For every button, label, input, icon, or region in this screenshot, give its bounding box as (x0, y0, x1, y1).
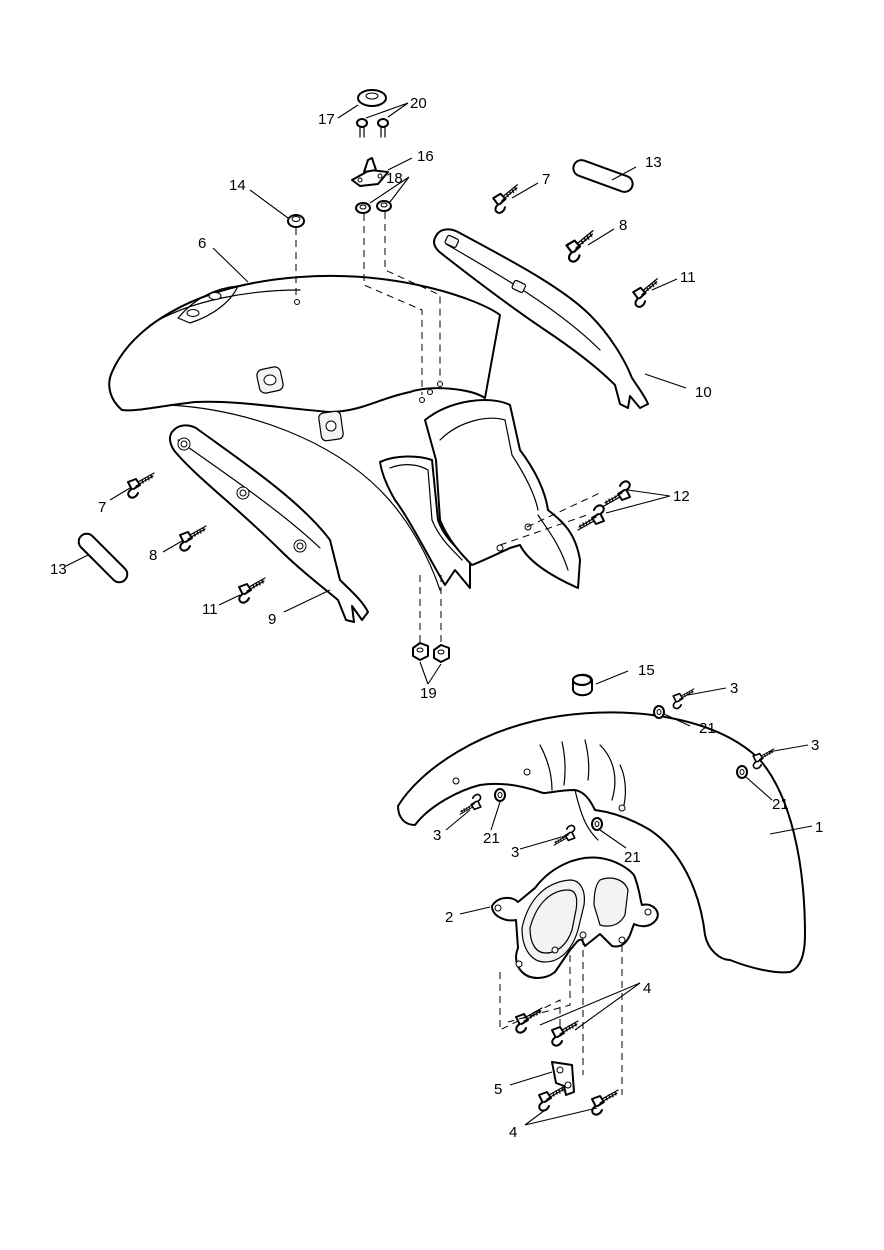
right-mudguard-strut (433, 228, 649, 409)
callout-4-a: 4 (643, 980, 651, 997)
callout-17: 17 (318, 111, 335, 128)
washer-18-b (376, 200, 392, 212)
nut-17 (357, 89, 387, 107)
left-mudguard-strut (169, 424, 369, 623)
washer-21-a (494, 788, 506, 802)
callout-2: 2 (445, 909, 453, 926)
assembly-lines (295, 212, 623, 1095)
nut-19-b (433, 644, 450, 663)
bolt-4-d (591, 1089, 619, 1116)
mudguard-badge (177, 285, 239, 324)
pad-13-left (77, 532, 129, 584)
rear-mudguard (108, 275, 581, 591)
callout-11-left: 11 (202, 601, 218, 618)
callout-21-d: 21 (624, 849, 641, 866)
front-mudguard (397, 711, 806, 974)
bolt-3-b (553, 824, 576, 847)
callout-5: 5 (494, 1081, 502, 1098)
callout-8-left: 8 (149, 547, 157, 564)
callout-8-right: 8 (619, 217, 627, 234)
callout-20: 20 (410, 95, 427, 112)
washer-21-b (591, 817, 603, 831)
callout-12: 12 (673, 488, 690, 505)
callout-18: 18 (386, 170, 403, 187)
callout-15: 15 (638, 662, 655, 679)
callout-11-right: 11 (680, 269, 696, 286)
washer-21-d (736, 765, 748, 779)
callout-21-b: 21 (772, 796, 789, 813)
grommet-14 (287, 214, 305, 228)
callout-9: 9 (268, 611, 276, 628)
bolt-4-a (515, 1007, 543, 1034)
callout-3-d: 3 (811, 737, 819, 754)
callout-19: 19 (420, 685, 437, 702)
callout-13-right: 13 (645, 154, 662, 171)
callout-1: 1 (815, 819, 823, 836)
callout-3-a: 3 (433, 827, 441, 844)
pad-13-right (572, 159, 634, 193)
front-mudguard-bracket (491, 856, 659, 979)
screw-20-b (377, 118, 389, 138)
bolt-11-left (238, 577, 266, 604)
callout-10: 10 (695, 384, 712, 401)
callout-21-a: 21 (699, 720, 716, 737)
bolt-4-b (551, 1020, 579, 1047)
bolt-11-right (630, 277, 663, 309)
leader-lines (65, 102, 813, 1126)
clip-plate (551, 1061, 575, 1096)
callout-7-right: 7 (542, 171, 550, 188)
callout-6: 6 (198, 235, 206, 252)
callout-4-b: 4 (509, 1124, 517, 1141)
callout-21-c: 21 (483, 830, 500, 847)
bolt-12a (603, 480, 631, 507)
callout-14: 14 (229, 177, 246, 194)
cap-15 (572, 673, 593, 697)
bolt-8-right (563, 229, 599, 264)
bolt-7-left (127, 472, 155, 499)
callout-7-left: 7 (98, 499, 106, 516)
callout-16: 16 (417, 148, 434, 165)
bolt-4-c (538, 1085, 566, 1112)
bolt-12b (577, 504, 605, 531)
callout-3-c: 3 (730, 680, 738, 697)
washer-18-a (355, 202, 371, 214)
fastener-16 (351, 157, 389, 187)
screw-20-a (356, 118, 368, 138)
bolt-7-right (490, 183, 523, 215)
callout-labels: 1 2 3 3 3 3 4 4 5 6 7 7 8 8 9 10 11 11 1… (50, 95, 823, 1141)
callout-13-left: 13 (50, 561, 67, 578)
nut-19-a (412, 642, 429, 661)
bolt-3-c (672, 687, 695, 710)
callout-3-b: 3 (511, 844, 519, 861)
bolt-8-left (179, 525, 207, 552)
washer-21-c (653, 705, 665, 719)
bolt-3-a (459, 793, 482, 816)
